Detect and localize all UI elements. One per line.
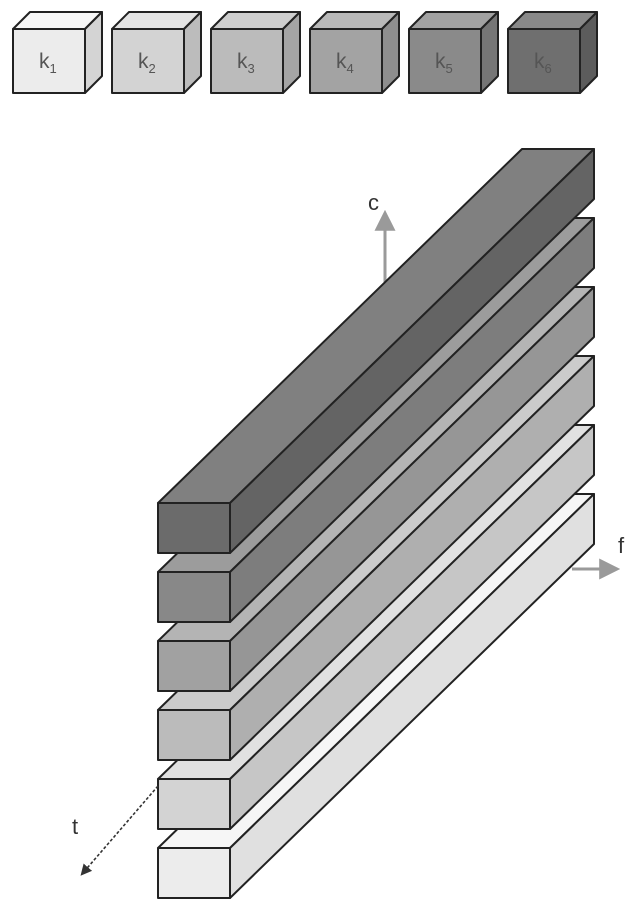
cube-k1: k1 (12, 11, 103, 94)
cube-front-face (309, 28, 383, 94)
cube-k4: k4 (309, 11, 400, 94)
layer-front-face (157, 640, 231, 692)
cube-k5: k5 (408, 11, 499, 94)
axis-c: c (368, 190, 396, 282)
layer-front-face (157, 847, 231, 899)
cube-front-face (408, 28, 482, 94)
layer-front-face (157, 571, 231, 623)
axis-t-label: t (72, 814, 78, 839)
layer-front-face (157, 709, 231, 761)
cube-k3: k3 (210, 11, 301, 94)
layer-front-face (157, 502, 231, 554)
cube-front-face (12, 28, 86, 94)
cube-front-face (210, 28, 284, 94)
cube-front-face (111, 28, 185, 94)
axis-f: f (572, 533, 625, 580)
cube-k2: k2 (111, 11, 202, 94)
axis-f-label: f (618, 533, 625, 558)
axis-t: t (72, 785, 159, 876)
layer-stack (157, 148, 595, 899)
cube-front-face (507, 28, 581, 94)
axis-c-label: c (368, 190, 379, 215)
cube-k6: k6 (507, 11, 598, 94)
layer-6 (157, 148, 595, 554)
layer-front-face (157, 778, 231, 830)
